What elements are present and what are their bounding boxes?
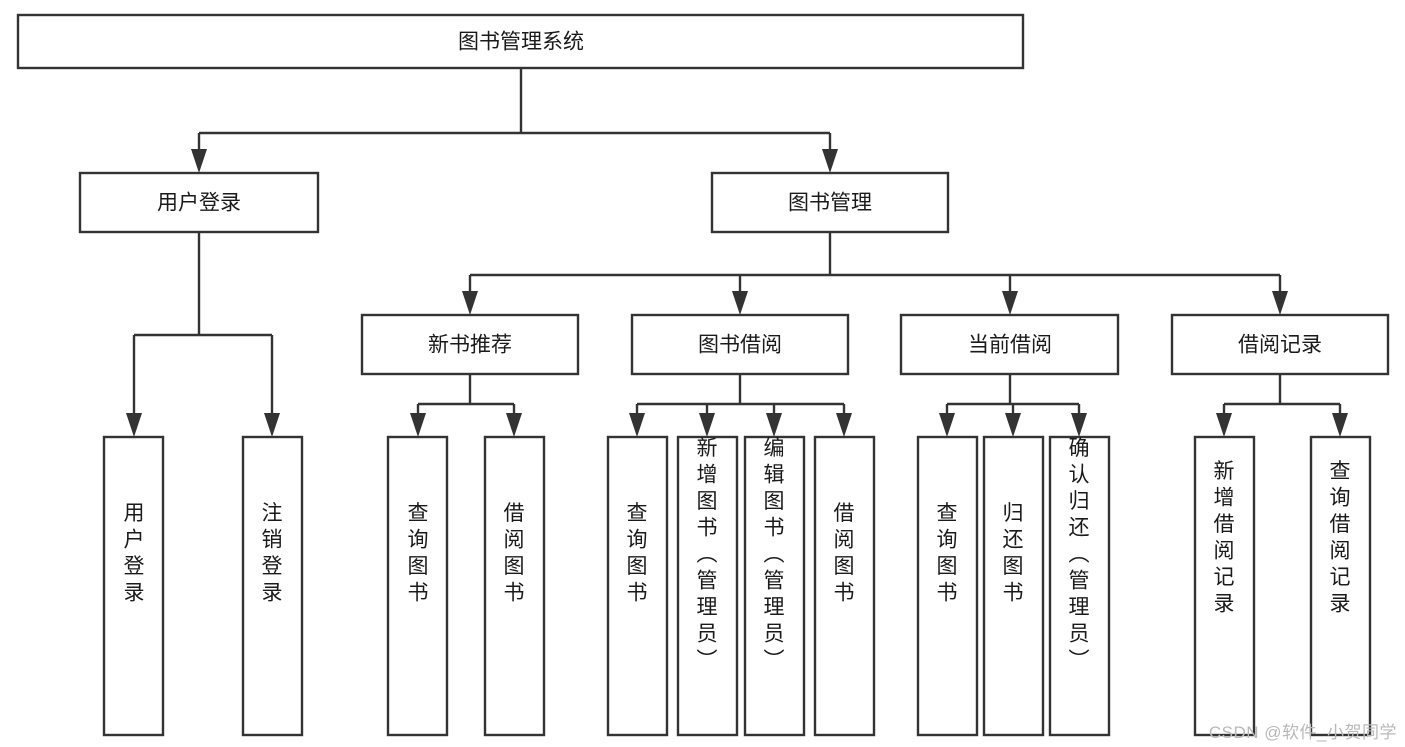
node-user-login-label: 用户登录	[157, 192, 241, 215]
leaf-current-borrow-3-label: 确认归还︵管理员︶	[1069, 437, 1090, 672]
leaf-node[interactable]: 编辑图书︵管理员︶	[743, 435, 806, 737]
arrow-head-current-borrow	[1002, 291, 1018, 315]
leaf-borrow-record-1-label: 新增借阅记录	[1214, 460, 1235, 616]
arrow-head-new-book-recommend	[462, 291, 478, 315]
leaf-book-borrow-4-box[interactable]	[813, 435, 876, 737]
leaf-node[interactable]: 借阅图书	[813, 435, 876, 737]
node-book-borrow-box[interactable]	[630, 313, 850, 376]
leaf-user-login-2-box[interactable]	[241, 435, 304, 737]
arrow-head-book-manage	[822, 149, 838, 173]
arrow-head-leaf-book-borrow-2	[699, 413, 715, 437]
node-borrow-record-box[interactable]	[1170, 313, 1390, 376]
leaf-new-book-2-label: 借阅图书	[504, 502, 525, 605]
leaf-node[interactable]: 查询图书	[916, 435, 979, 737]
leaf-node[interactable]: 确认归还︵管理员︶	[1048, 435, 1111, 737]
node-root-label: 图书管理系统	[458, 31, 584, 54]
leaf-user-login-1-box[interactable]	[102, 435, 165, 737]
node-current-borrow-box[interactable]	[899, 313, 1120, 376]
leaf-new-book-1-box[interactable]	[386, 435, 449, 737]
node-user-login[interactable]: 用户登录	[78, 171, 320, 234]
arrow-head-leaf-book-borrow-1	[629, 413, 645, 437]
node-book-manage-box[interactable]	[710, 171, 950, 234]
node-new-book-recommend[interactable]: 新书推荐	[360, 313, 580, 376]
connector-layer	[126, 68, 1348, 437]
arrow-head-leaf-new-book-1	[410, 413, 426, 437]
arrow-head-leaf-user-login-1	[126, 413, 142, 437]
leaf-node[interactable]: 新增图书︵管理员︶	[676, 435, 739, 737]
node-current-borrow-label: 当前借阅	[968, 334, 1052, 357]
node-book-borrow[interactable]: 图书借阅	[630, 313, 850, 376]
leaf-book-borrow-1-label: 查询图书	[627, 502, 648, 605]
leaf-current-borrow-3-box[interactable]	[1048, 435, 1111, 737]
leaf-book-borrow-1-box[interactable]	[606, 435, 669, 737]
arrow-head-leaf-current-borrow-2	[1005, 413, 1021, 437]
leaf-book-borrow-4-label: 借阅图书	[834, 502, 855, 605]
arrow-head-leaf-borrow-record-1	[1216, 413, 1232, 437]
leaf-current-borrow-1-box[interactable]	[916, 435, 979, 737]
arrow-head-leaf-book-borrow-4	[836, 413, 852, 437]
leaf-node[interactable]: 注销登录	[241, 435, 304, 737]
arrow-head-book-borrow	[732, 291, 748, 315]
leaf-borrow-record-2-label: 查询借阅记录	[1330, 460, 1351, 616]
node-book-manage-label: 图书管理	[788, 192, 872, 215]
node-current-borrow[interactable]: 当前借阅	[899, 313, 1120, 376]
node-book-manage[interactable]: 图书管理	[710, 171, 950, 234]
node-root[interactable]: 图书管理系统	[16, 13, 1025, 70]
arrow-head-leaf-user-login-2	[264, 413, 280, 437]
node-book-borrow-label: 图书借阅	[698, 334, 782, 357]
leaf-book-borrow-3-box[interactable]	[743, 435, 806, 737]
leaf-current-borrow-1-label: 查询图书	[937, 502, 958, 605]
arrow-head-leaf-new-book-2	[506, 413, 522, 437]
node-root-box[interactable]	[16, 13, 1025, 70]
leaf-book-borrow-2-box[interactable]	[676, 435, 739, 737]
leaf-node[interactable]: 查询借阅记录	[1309, 435, 1372, 737]
leaf-user-login-2-label: 注销登录	[262, 502, 283, 605]
node-new-book-recommend-label: 新书推荐	[428, 334, 512, 357]
leaf-book-borrow-2-label: 新增图书︵管理员︶	[697, 437, 718, 672]
leaf-node[interactable]: 归还图书	[982, 435, 1045, 737]
arrow-head-leaf-borrow-record-2	[1332, 413, 1348, 437]
leaf-node[interactable]: 借阅图书	[483, 435, 546, 737]
arrow-head-leaf-current-borrow-3	[1071, 413, 1087, 437]
leaf-user-login-1-label: 用户登录	[124, 502, 145, 605]
leaf-current-borrow-2-box[interactable]	[982, 435, 1045, 737]
leaf-borrow-record-2-box[interactable]	[1309, 435, 1372, 737]
leaf-book-borrow-3-label: 编辑图书︵管理员︶	[764, 437, 785, 672]
arrow-head-leaf-book-borrow-3	[766, 413, 782, 437]
leaf-node[interactable]: 新增借阅记录	[1193, 435, 1256, 737]
node-new-book-recommend-box[interactable]	[360, 313, 580, 376]
leaf-new-book-2-box[interactable]	[483, 435, 546, 737]
leaf-node[interactable]: 查询图书	[606, 435, 669, 737]
node-borrow-record[interactable]: 借阅记录	[1170, 313, 1390, 376]
arrow-head-borrow-record	[1272, 291, 1288, 315]
node-user-login-box[interactable]	[78, 171, 320, 234]
arrow-head-leaf-current-borrow-1	[939, 413, 955, 437]
leaf-node[interactable]: 用户登录	[102, 435, 165, 737]
arrow-head-user-login	[191, 149, 207, 173]
leaf-current-borrow-2-label: 归还图书	[1003, 502, 1024, 605]
leaf-new-book-1-label: 查询图书	[408, 502, 429, 605]
leaf-borrow-record-1-box[interactable]	[1193, 435, 1256, 737]
leaf-node[interactable]: 查询图书	[386, 435, 449, 737]
node-borrow-record-label: 借阅记录	[1238, 334, 1322, 357]
